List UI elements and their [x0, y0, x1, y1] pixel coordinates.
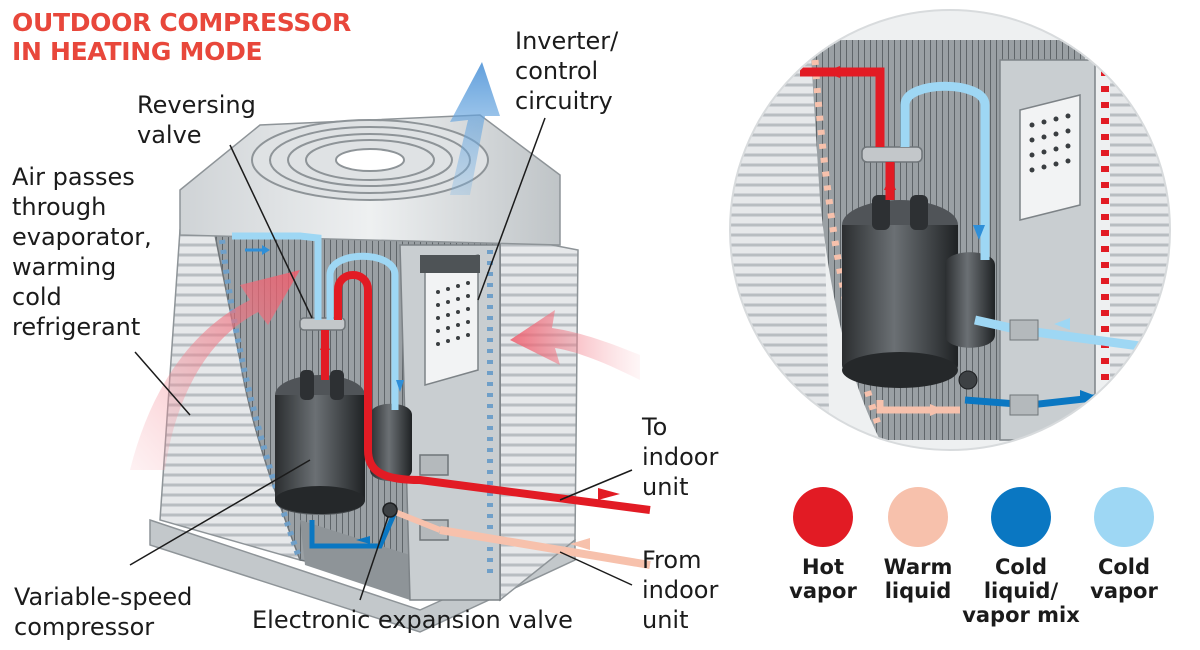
label-from-indoor-unit: From indoor unit: [642, 545, 718, 635]
zoom-detail-circle: [729, 9, 1171, 451]
legend-label-line: vapor: [789, 579, 857, 603]
label-air-passes: Air passes through evaporator, warming c…: [12, 162, 152, 342]
label-from-indoor-line: indoor: [642, 576, 719, 604]
label-air-line: warming: [12, 253, 117, 281]
label-variable-speed-compressor: Variable-speed compressor: [14, 582, 192, 642]
label-inverter-line: control: [515, 57, 599, 85]
legend-label: Cold vapor: [1059, 555, 1189, 603]
legend-label-line: liquid/: [983, 579, 1059, 603]
legend-label-line: vapor mix: [962, 603, 1080, 627]
label-air-line: Air passes: [12, 163, 135, 191]
legend-swatch-warm-liquid: [888, 487, 948, 547]
label-inverter-line: Inverter/: [515, 27, 619, 55]
label-to-indoor-line: To: [642, 413, 668, 441]
label-air-line: evaporator,: [12, 223, 152, 251]
legend-label-line: vapor: [1090, 579, 1158, 603]
legend-label-line: liquid: [884, 579, 952, 603]
legend-item-hot-vapor: Hot vapor: [758, 487, 888, 603]
legend-label-line: Cold: [1097, 555, 1151, 579]
legend-swatch-cold-mix: [991, 487, 1051, 547]
diagram-title: OUTDOOR COMPRESSOR IN HEATING MODE: [12, 8, 351, 66]
legend-item-cold-liquid-vapor-mix: Cold liquid/ vapor mix: [956, 487, 1086, 627]
label-inverter-line: circuitry: [515, 87, 613, 115]
label-air-line: refrigerant: [12, 313, 141, 341]
label-reversing-line: valve: [137, 121, 202, 149]
label-to-indoor-line: unit: [642, 473, 689, 501]
title-line-1: OUTDOOR COMPRESSOR: [12, 8, 351, 37]
label-to-indoor-line: indoor: [642, 443, 719, 471]
legend-label-line: Hot: [801, 555, 845, 579]
label-air-line: cold: [12, 283, 62, 311]
legend-swatch-cold-vapor: [1094, 487, 1154, 547]
label-compressor-line: compressor: [14, 613, 155, 641]
label-reversing-valve: Reversing valve: [137, 90, 256, 150]
legend-label: Hot vapor: [758, 555, 888, 603]
legend-label: Warm liquid: [853, 555, 983, 603]
legend-label-line: Warm: [883, 555, 953, 579]
leader-lines: [129, 117, 633, 601]
airflow-arrow-right: [510, 310, 640, 380]
title-line-2: IN HEATING MODE: [12, 37, 263, 66]
label-inverter-control: Inverter/ control circuitry: [515, 26, 618, 116]
legend-swatch-hot-vapor: [793, 487, 853, 547]
outdoor-unit-illustration: [149, 114, 651, 633]
label-compressor-line: Variable-speed: [14, 583, 193, 611]
label-expansion-valve: Electronic expansion valve: [252, 605, 573, 635]
label-expansion-line: Electronic expansion valve: [252, 606, 573, 634]
label-from-indoor-line: From: [642, 546, 702, 574]
label-air-line: through: [12, 193, 107, 221]
legend-item-cold-vapor: Cold vapor: [1059, 487, 1189, 603]
airflow-arrow-up: [450, 62, 500, 195]
label-from-indoor-line: unit: [642, 606, 689, 634]
legend-label: Cold liquid/ vapor mix: [956, 555, 1086, 627]
legend-item-warm-liquid: Warm liquid: [853, 487, 983, 603]
airflow-arrow-left: [130, 270, 300, 470]
label-to-indoor-unit: To indoor unit: [642, 412, 718, 502]
legend-label-line: Cold: [994, 555, 1048, 579]
label-reversing-line: Reversing: [137, 91, 256, 119]
